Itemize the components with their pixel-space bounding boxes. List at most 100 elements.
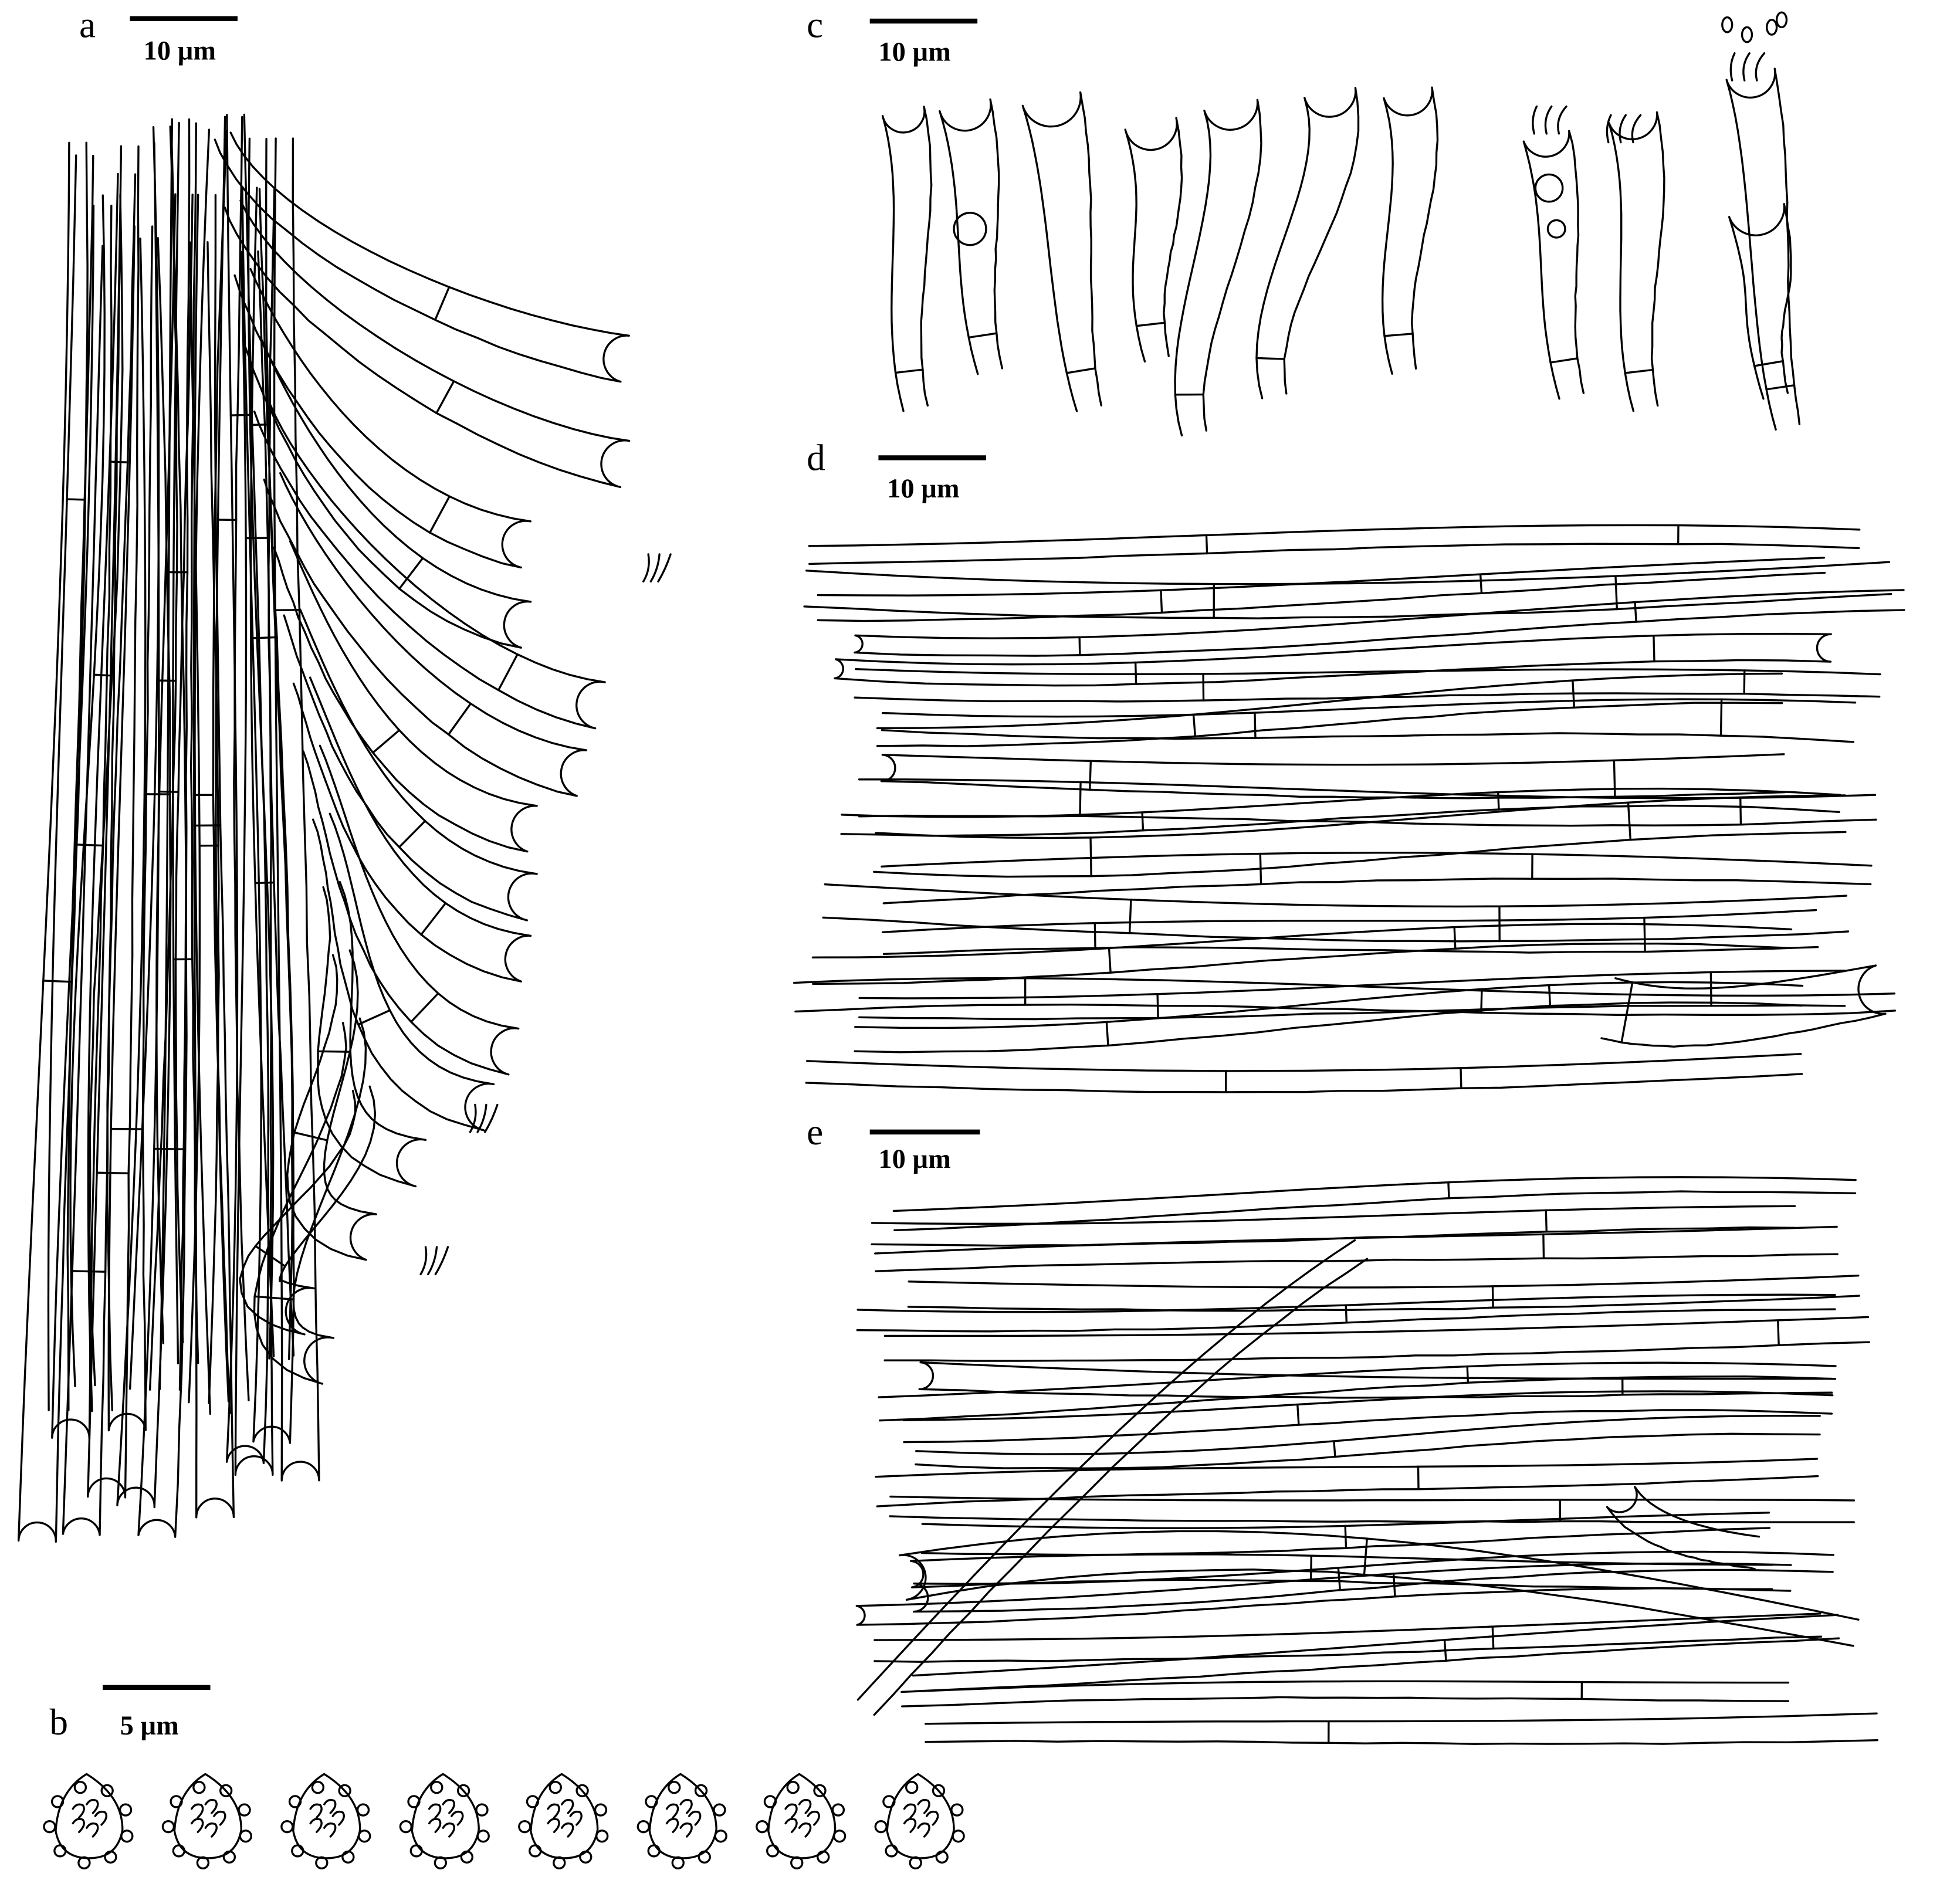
spore (518, 1773, 609, 1869)
septum (1548, 984, 1552, 1007)
hypha (87, 145, 140, 1499)
spore-ornament (668, 1781, 681, 1794)
hypha (880, 753, 1786, 799)
terminal-element (233, 267, 532, 569)
cystidium (881, 106, 933, 412)
spore-reticulum (903, 1803, 917, 1819)
hypha (69, 194, 124, 1387)
hypha (881, 852, 1873, 904)
sterigma (1755, 52, 1766, 82)
spore-ornament (291, 1844, 304, 1858)
oil-droplet (953, 212, 987, 246)
spore-ornament (575, 1784, 589, 1797)
hypha (902, 1390, 1834, 1444)
terminal-element (239, 1085, 377, 1336)
hypha (247, 137, 294, 1360)
spore-ornament (909, 1856, 922, 1869)
sterigma (1619, 114, 1627, 144)
hypha (883, 1316, 1870, 1362)
hypha (811, 923, 1793, 985)
septum (1549, 357, 1579, 364)
spore-reticulum (451, 1810, 464, 1826)
septum (1624, 368, 1654, 374)
spore-reticulum (191, 1818, 204, 1834)
spore-ornament (645, 1795, 658, 1808)
cystidium (1124, 117, 1183, 363)
spore-outline (55, 1773, 124, 1859)
terminal-element (214, 131, 630, 383)
spore-ornament (832, 1830, 847, 1843)
septum (1627, 801, 1631, 841)
spore-ornament (694, 1784, 708, 1797)
septum (1497, 791, 1500, 811)
basidiospore (1721, 16, 1734, 33)
spore-reticulum (442, 1822, 455, 1838)
spore-ornament (950, 1803, 964, 1817)
spore-ornament (219, 1784, 233, 1797)
septum (1643, 916, 1646, 953)
basidiospore (1766, 19, 1778, 36)
spore-ornament (311, 1781, 325, 1794)
spore-ornament (399, 1820, 413, 1834)
spore-ornament (756, 1820, 769, 1834)
spore-reticulum (72, 1818, 85, 1834)
hypha (51, 204, 113, 1439)
septum (1777, 1319, 1780, 1346)
panel-label-c: c (807, 4, 823, 45)
septum (1135, 321, 1166, 327)
oil-droplet (1534, 173, 1564, 203)
diagonal-hypha (856, 1239, 1369, 1716)
sterigma (1606, 114, 1612, 144)
terminal-element (312, 812, 495, 1131)
spore-reticulum (903, 1818, 917, 1834)
septum (357, 1009, 391, 1026)
inflated-hypha (1600, 964, 1887, 1048)
spore-reticulum (807, 1810, 820, 1826)
septum (1255, 357, 1285, 360)
septum (1065, 367, 1096, 374)
spore-ornament (119, 1803, 133, 1817)
spore-reticulum (784, 1818, 798, 1834)
terminal-element (243, 336, 532, 649)
scale-text-d: 10 µm (887, 474, 959, 504)
spore-ornament (885, 1844, 898, 1858)
septum (1453, 926, 1457, 950)
hypha (873, 1612, 1823, 1663)
hypha (17, 141, 89, 1543)
spore-reticulum (213, 1810, 226, 1826)
septum (398, 557, 424, 590)
septum (1383, 333, 1414, 337)
terminal-element (263, 472, 588, 797)
spore-outline (767, 1773, 837, 1859)
hypha (925, 1712, 1878, 1745)
sterigma (469, 1103, 477, 1133)
hypha (907, 1275, 1860, 1312)
spore-reticulum (204, 1798, 218, 1814)
spore-reticulum (94, 1810, 108, 1826)
spore-ornament (475, 1803, 489, 1817)
spore-ornament (713, 1803, 726, 1817)
spore-ornament (104, 1850, 117, 1864)
spore (874, 1773, 965, 1869)
hypha (855, 1562, 1792, 1626)
panel-e: e 10 µm (807, 1112, 1878, 1745)
hypha (915, 1414, 1821, 1470)
sterigma (476, 1103, 487, 1133)
sterigma (642, 553, 650, 583)
spore-ornament (529, 1844, 542, 1858)
spore-reticulum (925, 1810, 939, 1826)
spore-ornament (579, 1850, 593, 1864)
spore-ornament (553, 1856, 566, 1869)
scale-text-c: 10 µm (878, 37, 950, 67)
spore-ornament (817, 1850, 830, 1864)
spore-outline (411, 1773, 480, 1859)
cystidium (939, 98, 1004, 375)
spore (43, 1773, 134, 1869)
spore-outline (886, 1773, 955, 1859)
sterigma (427, 1246, 438, 1276)
spore-ornament (341, 1850, 355, 1864)
septum (1160, 589, 1163, 614)
spore-reticulum (86, 1822, 99, 1838)
spore-ornament (50, 1795, 65, 1808)
